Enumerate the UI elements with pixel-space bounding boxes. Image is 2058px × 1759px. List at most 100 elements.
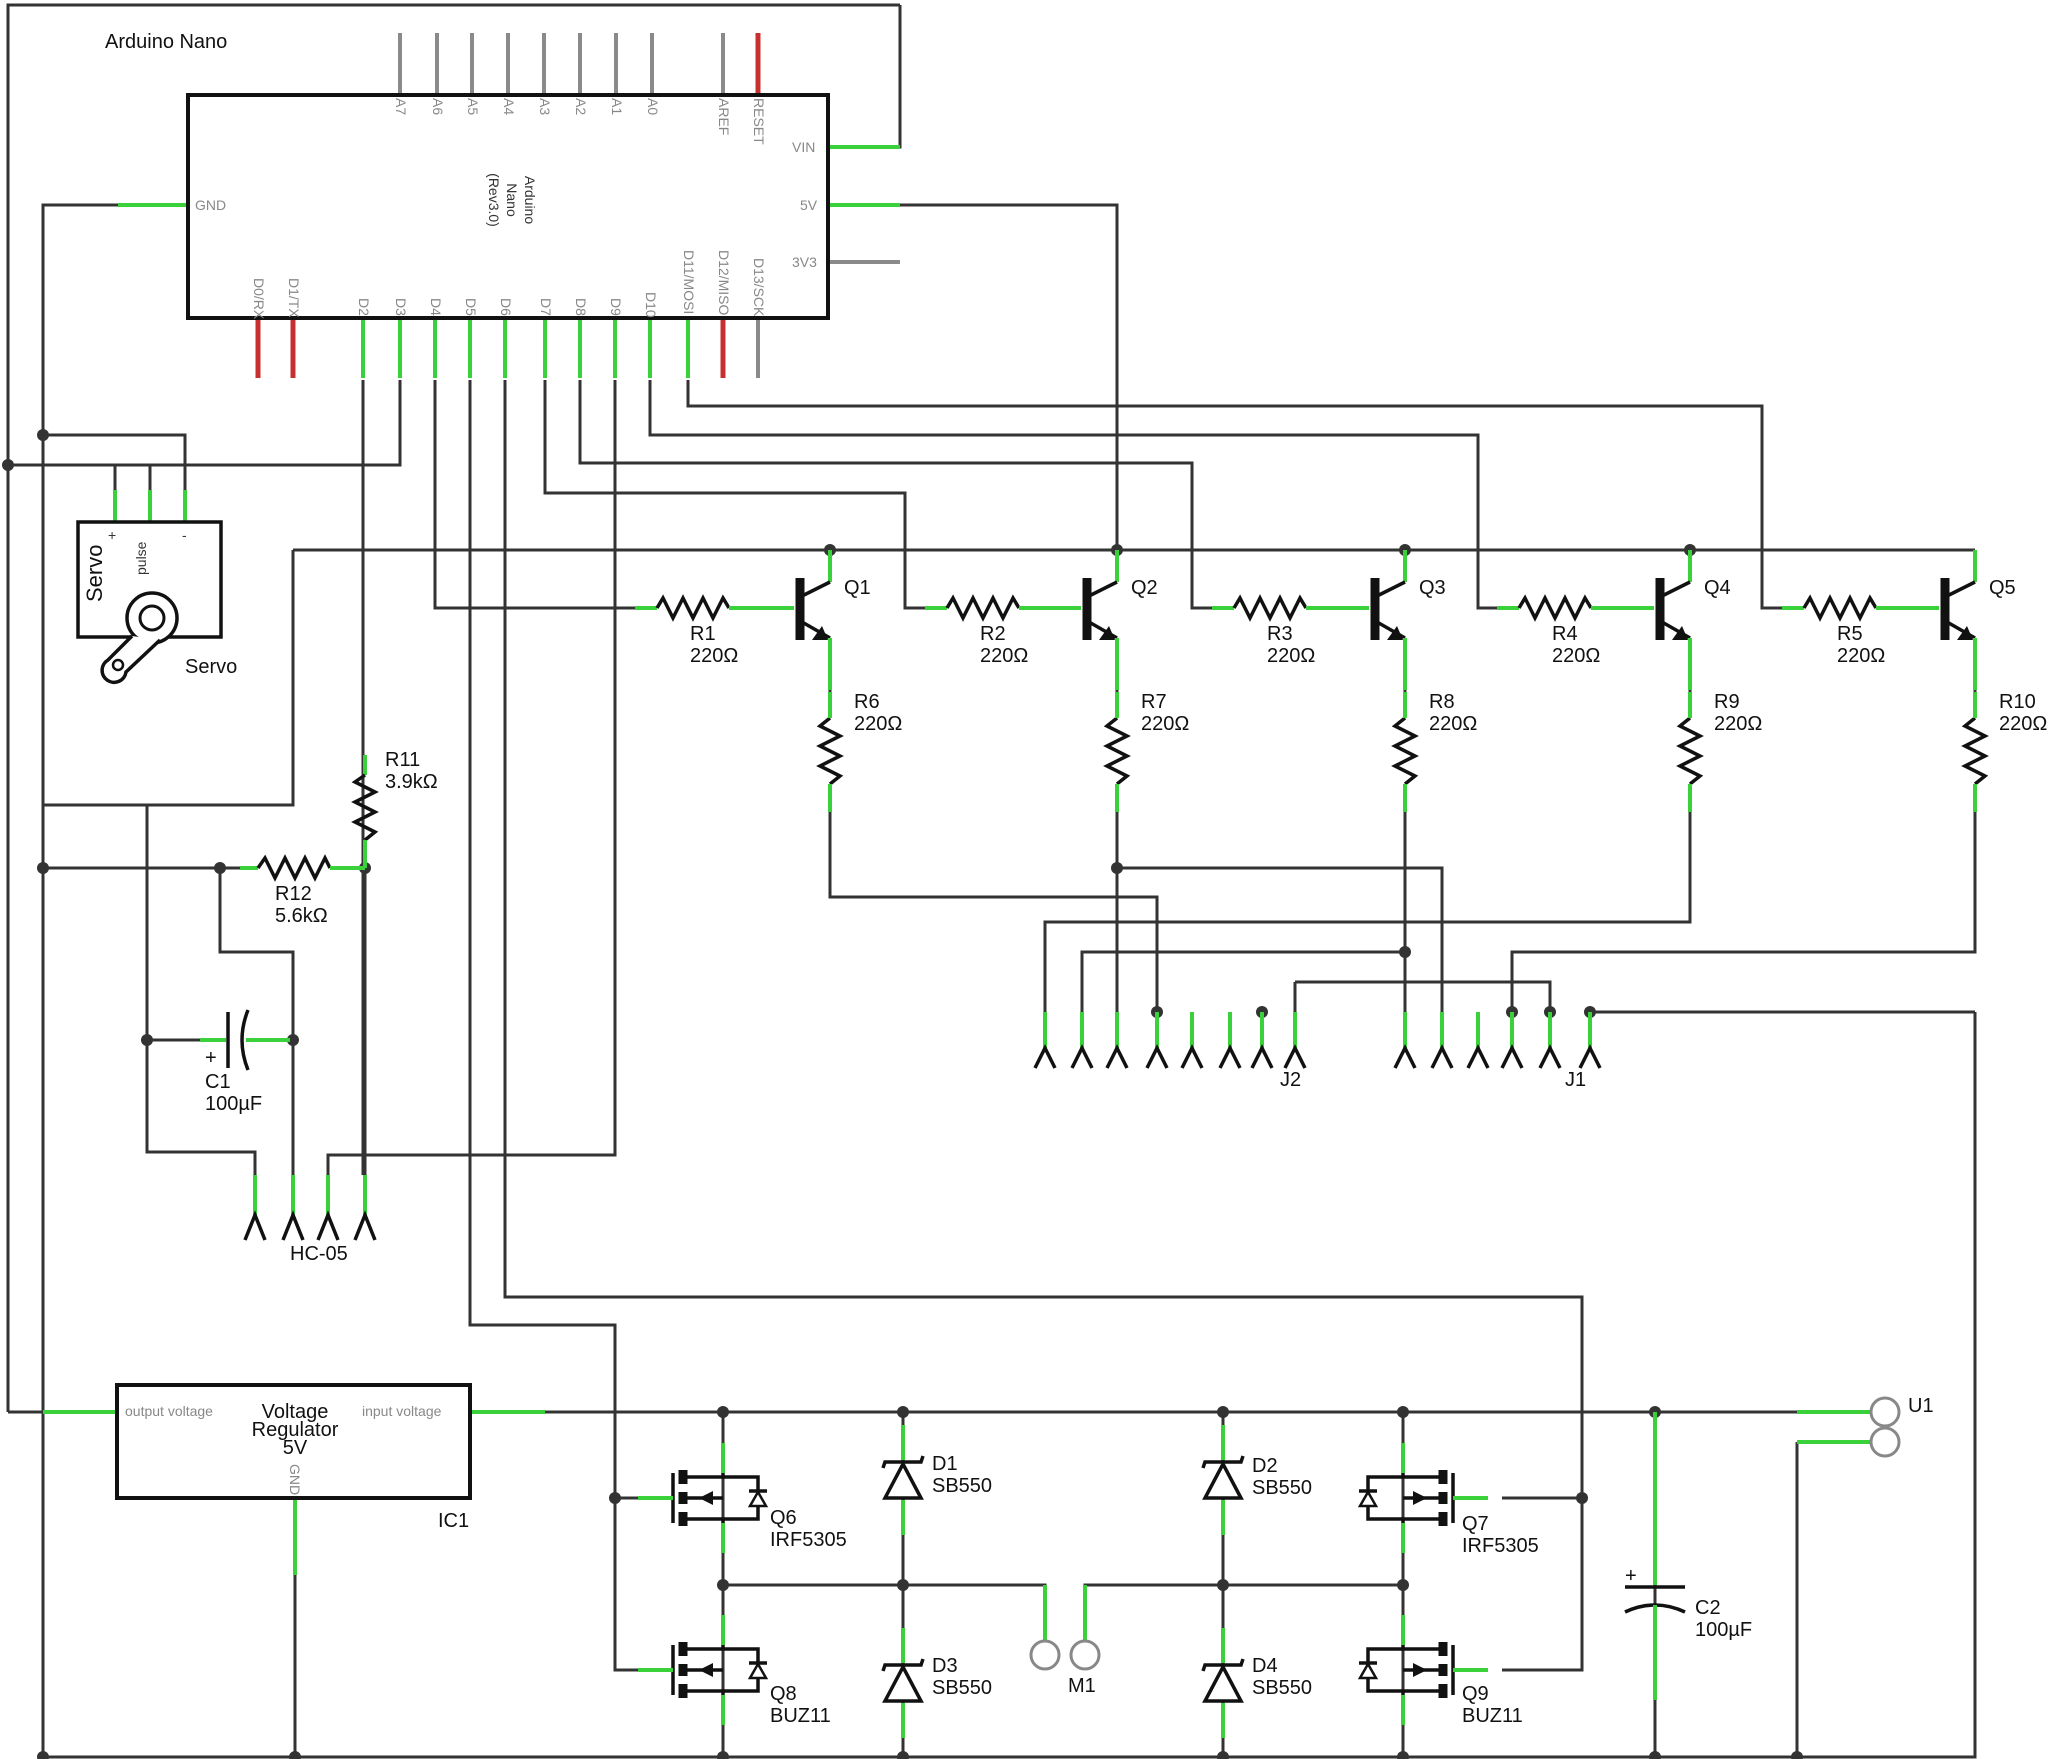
- svg-text:A7: A7: [393, 98, 409, 115]
- r12-value: 5.6kΩ: [275, 905, 328, 927]
- emitter-resistor-name: R9: [1714, 691, 1740, 713]
- mosfet-part: BUZ11: [770, 1705, 831, 1727]
- header-pin: [1218, 1044, 1242, 1069]
- mosfet-name: Q9: [1462, 1683, 1489, 1705]
- diode-icon: [1202, 1663, 1244, 1703]
- svg-text:A2: A2: [573, 98, 589, 115]
- svg-text:+: +: [108, 527, 116, 543]
- emitter-resistor-zigzag: [1391, 716, 1419, 786]
- transistor-stages: R1220ΩQ1R6220ΩR2220ΩQ2R7220ΩR3220ΩQ3R822…: [635, 550, 2047, 812]
- emitter-resistor-zigzag: [816, 716, 844, 786]
- svg-text:D9: D9: [608, 298, 624, 316]
- body-diode-icon: [1357, 1489, 1379, 1508]
- base-resistor-name: R2: [980, 623, 1006, 645]
- svg-text:A5: A5: [465, 98, 481, 115]
- base-resistor-zigzag: [945, 594, 1021, 622]
- transistor-name: Q2: [1131, 577, 1158, 599]
- wires: [6, 3, 1977, 1759]
- voltage-regulator: Voltage Regulator 5V output voltage inpu…: [43, 1383, 545, 1575]
- mosfet-part: IRF5305: [1462, 1535, 1539, 1557]
- headers: [1033, 1012, 1602, 1069]
- mosfet-part: BUZ11: [1462, 1705, 1523, 1727]
- svg-text:A0: A0: [645, 98, 661, 115]
- transistor-name: Q5: [1989, 577, 2016, 599]
- svg-text:input voltage: input voltage: [362, 1403, 442, 1419]
- svg-text:D7: D7: [538, 298, 554, 316]
- emitter-arrow: [812, 626, 828, 640]
- svg-text:-: -: [182, 527, 187, 543]
- emitter-resistor-value: 220Ω: [1999, 713, 2047, 735]
- base-resistor-name: R3: [1267, 623, 1293, 645]
- svg-text:+: +: [205, 1047, 217, 1069]
- header-pin: [1145, 1044, 1169, 1069]
- body-diode-icon: [747, 1661, 769, 1680]
- arduino-nano: Arduino Nano: [105, 31, 900, 378]
- emitter-resistor-value: 220Ω: [1141, 713, 1189, 735]
- transistor-name: Q4: [1704, 577, 1731, 599]
- emitter-resistor-name: R6: [854, 691, 880, 713]
- svg-text:Regulator: Regulator: [252, 1419, 339, 1441]
- svg-text:output voltage: output voltage: [125, 1403, 213, 1419]
- diode-icon: [882, 1663, 924, 1703]
- base-resistor-value: 220Ω: [1837, 645, 1885, 667]
- c2-name: C2: [1695, 1597, 1721, 1619]
- mosfet-arrow: [699, 1663, 713, 1677]
- c2-value: 100µF: [1695, 1619, 1752, 1641]
- arduino-title: Arduino Nano: [105, 31, 227, 53]
- diode-icon: [1202, 1460, 1244, 1500]
- c1: + C1 100µF: [200, 1009, 290, 1115]
- svg-text:D10: D10: [643, 292, 659, 318]
- svg-text:Voltage: Voltage: [262, 1401, 329, 1423]
- svg-text:(Rev3.0): (Rev3.0): [486, 173, 502, 227]
- transistor-name: Q3: [1419, 577, 1446, 599]
- hc05-header: HC-05: [243, 1175, 377, 1265]
- header-pin: [1500, 1044, 1524, 1069]
- diode-part: SB550: [1252, 1677, 1312, 1699]
- emitter-resistor-zigzag: [1103, 716, 1131, 786]
- emitter-resistor-zigzag: [1961, 716, 1989, 786]
- r11-name: R11: [385, 749, 420, 771]
- diode-part: SB550: [932, 1475, 992, 1497]
- base-resistor-value: 220Ω: [690, 645, 738, 667]
- svg-text:D4: D4: [428, 298, 444, 316]
- svg-text:+: +: [1625, 1565, 1637, 1587]
- base-resistor-value: 220Ω: [1552, 645, 1600, 667]
- servo-body-label: Servo: [82, 545, 107, 602]
- svg-text:D5: D5: [463, 298, 479, 316]
- svg-text:5V: 5V: [283, 1437, 308, 1459]
- emitter-resistor-name: R7: [1141, 691, 1167, 713]
- hc05-label: HC-05: [290, 1243, 348, 1265]
- svg-text:D13/SCK: D13/SCK: [751, 258, 767, 317]
- svg-text:D11/MOSI: D11/MOSI: [681, 250, 697, 314]
- servo: Servo + pulse - Servo: [76, 490, 237, 685]
- j1-label: J1: [1565, 1069, 1586, 1091]
- emitter-arrow: [1387, 626, 1403, 640]
- arduino-name: Arduino Nano (Rev3.0): [486, 173, 538, 227]
- header-pin: [1430, 1044, 1454, 1069]
- c2: + C2 100µF: [1624, 1412, 1752, 1700]
- arduino-top-labels: A7 A6 A5 A4 A3 A2 A1 A0 AREF RESET: [393, 98, 767, 145]
- base-resistor-zigzag: [655, 594, 731, 622]
- base-resistor-value: 220Ω: [1267, 645, 1315, 667]
- svg-text:AREF: AREF: [716, 98, 732, 135]
- header-pin: [1578, 1044, 1602, 1069]
- header-pin: [1105, 1044, 1129, 1069]
- diode-name: D3: [932, 1655, 958, 1677]
- header-pin: [1393, 1044, 1417, 1069]
- body-diode-icon: [1357, 1661, 1379, 1680]
- regulator-name: IC1: [438, 1510, 469, 1532]
- header-pin: [1466, 1044, 1490, 1069]
- arduino-body: [186, 93, 830, 320]
- mosfet-name: Q7: [1462, 1513, 1489, 1535]
- c1-value: 100µF: [205, 1093, 262, 1115]
- power-label: U1: [1908, 1395, 1934, 1417]
- body-diode-icon: [747, 1489, 769, 1508]
- arduino-top-pins: [398, 33, 761, 95]
- header-pin: [1070, 1044, 1094, 1069]
